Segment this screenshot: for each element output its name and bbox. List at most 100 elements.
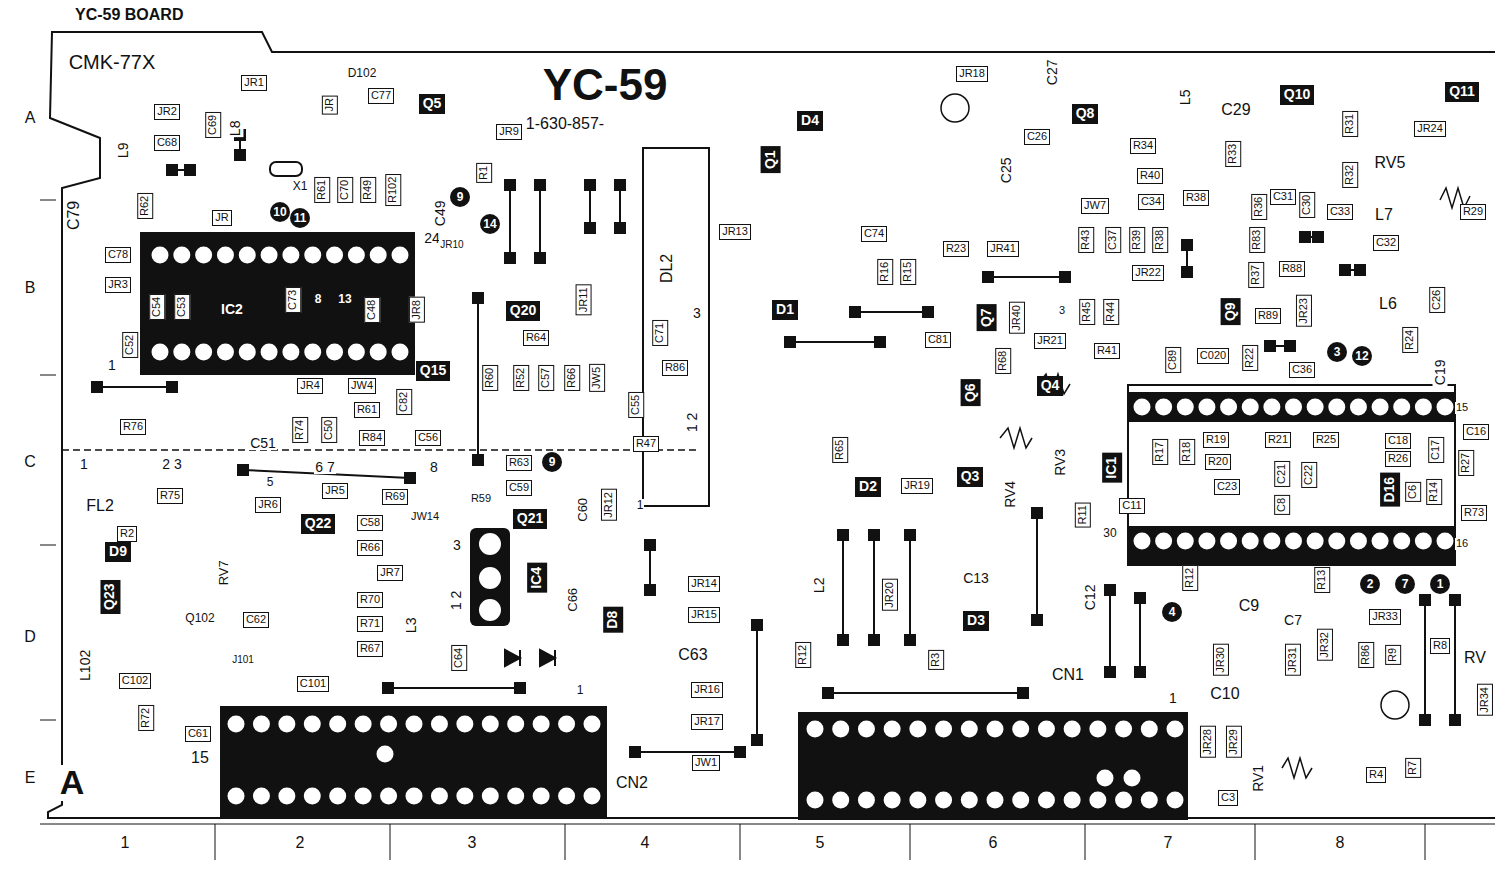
active-part-label: Q1 [760, 147, 780, 174]
part-name: C64 [452, 648, 464, 668]
part-name: IC2 [221, 301, 243, 317]
part-name: R44 [1104, 302, 1116, 322]
silkscreen-label: RV3 [1053, 448, 1068, 477]
silkscreen-label: C12 [1083, 583, 1098, 611]
part-label-box: R89 [1255, 308, 1281, 324]
ic-pin [1198, 533, 1215, 550]
part-name: R61 [315, 180, 327, 200]
part-name: JR34 [1478, 687, 1490, 713]
solder-pad [1017, 687, 1029, 699]
part-label-box: JR15 [688, 607, 720, 623]
silkscreen-label: 2 3 [161, 457, 182, 472]
ic-pin [507, 788, 524, 805]
trace-jumper [790, 341, 880, 343]
part-label-box: C26 [1024, 129, 1050, 145]
part-label-box: JR4 [297, 378, 323, 394]
silkscreen-label: YC-59 [542, 62, 669, 108]
part-name: Q11 [1449, 83, 1475, 99]
ic-pin [1307, 533, 1324, 550]
part-label-box: R27 [1458, 450, 1474, 476]
active-part-label: D8 [603, 607, 623, 633]
silkscreen-label: C9 [1238, 598, 1260, 615]
part-name: R102 [386, 177, 398, 203]
silkscreen-label: 15 [1455, 402, 1469, 414]
ic-pin [1167, 792, 1184, 809]
part-label-box: R43 [1078, 227, 1094, 253]
part-name: C68 [157, 136, 177, 148]
part-label-box: JW7 [1081, 198, 1109, 214]
part-label-box: C53 [174, 294, 190, 320]
part-name: C3 [1221, 791, 1235, 803]
part-label-box: C89 [1165, 347, 1181, 373]
part-name: 1 [1437, 577, 1444, 592]
part-name: R41 [1097, 344, 1117, 356]
silkscreen-label: 5 [815, 835, 826, 852]
silkscreen-label: 3 [452, 538, 462, 553]
part-name: R71 [360, 617, 380, 629]
part-label-box: R1 [476, 163, 492, 183]
part-label-box: R49 [360, 177, 376, 203]
ic-pin [1415, 399, 1432, 416]
part-label-box: C59 [506, 480, 532, 496]
part-label-box: R63 [506, 455, 532, 471]
silkscreen-label: 30 [1102, 527, 1117, 540]
ic-pin [278, 716, 295, 733]
ic-pin [858, 792, 875, 809]
part-label-box: C020 [1197, 348, 1229, 364]
silkscreen-label: 1-630-857- [525, 116, 605, 133]
trace-jumper [649, 545, 651, 590]
ic-pin [884, 792, 901, 809]
ic-pin [1064, 721, 1081, 738]
part-name: R37 [1249, 265, 1261, 285]
solder-pad [166, 164, 178, 176]
active-part-label: Q7 [976, 305, 996, 332]
part-label-box: R45 [1079, 299, 1095, 325]
part-label-box: JR33 [1369, 609, 1401, 625]
part-name: D4 [801, 112, 819, 128]
ic-pin [1124, 770, 1141, 787]
part-label-box: C102 [119, 673, 151, 689]
part-name: R73 [1464, 506, 1484, 518]
silkscreen-label: CN1 [1051, 667, 1085, 684]
part-name: JR30 [1214, 647, 1226, 673]
part-name: C82 [397, 392, 409, 412]
silkscreen-label: L9 [117, 141, 132, 159]
silkscreen-label: L2 [813, 576, 828, 594]
ic-pin [152, 344, 169, 361]
silkscreen-label: C27 [1045, 58, 1060, 86]
callout-number: 1 [1430, 574, 1450, 594]
part-label-box: JR31 [1285, 644, 1301, 676]
part-name: C81 [928, 333, 948, 345]
ic-pin [355, 716, 372, 733]
part-name: R49 [361, 180, 373, 200]
solder-pad [837, 529, 849, 541]
silkscreen-label: L6 [1378, 296, 1398, 313]
trace-jumper [988, 276, 1065, 278]
part-name: JR20 [883, 582, 895, 608]
ic-pin [1437, 399, 1454, 416]
ic-pin [482, 788, 499, 805]
active-part-label: D9 [105, 542, 131, 562]
part-label-box: C37 [1105, 227, 1121, 253]
part-label-box: R66 [564, 365, 580, 391]
solder-pad [868, 529, 880, 541]
trace-jumper [1424, 600, 1426, 720]
part-name: Q15 [420, 362, 446, 378]
part-label-box: C8 [1274, 495, 1290, 515]
part-label-box: C50 [321, 417, 337, 443]
regulator-pin [478, 566, 502, 590]
ic-pin [1220, 399, 1237, 416]
silkscreen-label: C10 [1209, 686, 1240, 703]
mounting-hole [1381, 691, 1409, 719]
part-name: JR28 [1201, 729, 1213, 755]
silkscreen-label: C25 [999, 156, 1014, 184]
part-name: Q20 [510, 302, 536, 318]
part-name: R72 [139, 708, 151, 728]
ic-pin [1437, 533, 1454, 550]
active-part-label: IC2 [217, 300, 247, 320]
ic-pin [1089, 792, 1106, 809]
part-name: JR2 [157, 105, 177, 117]
ic-pin [1097, 770, 1114, 787]
solder-pad [784, 336, 796, 348]
solder-pad [837, 634, 849, 646]
